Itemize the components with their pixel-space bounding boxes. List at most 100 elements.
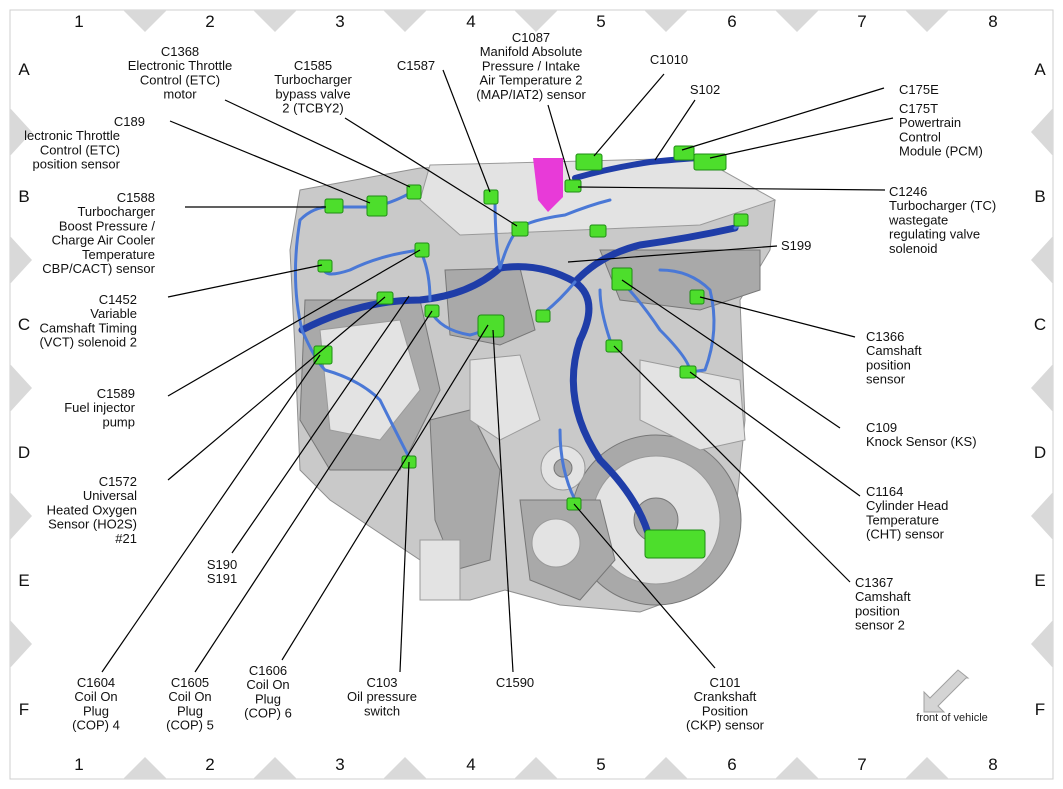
callout-c1010-line-1: C1010 (650, 52, 688, 67)
callout-c189-line-4: position sensor (33, 157, 121, 172)
grid-column-6-bottom: 6 (727, 755, 736, 774)
grid-column-7-bottom: 7 (857, 755, 866, 774)
callout-c1588-line-5: Temperature (82, 247, 155, 262)
connector-c1587 (483, 189, 499, 205)
callout-c1246-line-3: wastegate (888, 212, 948, 227)
callout-c103-line-2: Oil pressure (347, 689, 417, 704)
callout-c1366-line-2: Camshaft (866, 343, 922, 358)
frame-marker-top-7 (905, 10, 949, 32)
callout-c1164-line-2: Cylinder Head (866, 498, 948, 513)
callout-c1087-line-1: C1087 (512, 30, 550, 45)
callout-c1590-line-1: C1590 (496, 675, 534, 690)
callout-c1606-line-1: C1606 (249, 663, 287, 678)
callout-s102-line-1: S102 (690, 82, 720, 97)
wiring-harness (293, 155, 745, 549)
front-of-vehicle-label: front of vehicle (916, 712, 988, 724)
grid-column-2-top: 2 (205, 12, 214, 31)
frame-marker-left-1 (10, 108, 32, 156)
callout-c1587: C1587 (397, 58, 435, 73)
frame-marker-bottom-3 (383, 757, 427, 779)
frame-marker-right-5 (1031, 620, 1053, 668)
callout-c175e: C175E (899, 82, 939, 97)
grid-column-7-top: 7 (857, 12, 866, 31)
connector-c189 (366, 195, 388, 217)
frame-marker-right-3 (1031, 364, 1053, 412)
connector-c1572 (644, 529, 706, 559)
callout-s102: S102 (690, 82, 720, 97)
callout-c1367-line-3: position (855, 603, 900, 618)
callout-c1588-line-3: Boost Pressure / (59, 218, 155, 233)
callout-c101-line-4: (CKP) sensor (686, 718, 765, 733)
callout-c175t-line-1: C175T (899, 101, 938, 116)
front-of-vehicle-indicator: front of vehicle (916, 669, 988, 724)
callout-c1606-line-3: Plug (255, 691, 281, 706)
callout-c1452-line-4: (VCT) solenoid 2 (39, 335, 137, 350)
frame-marker-right-1 (1031, 108, 1053, 156)
connector-c1452 (414, 242, 430, 258)
connector-c1590 (535, 309, 551, 323)
callout-c1368-line-3: Control (ETC) (140, 72, 220, 87)
connector-c1087 (564, 179, 582, 193)
frame-marker-top-5 (644, 10, 688, 32)
callout-c1585-line-2: Turbocharger (274, 72, 352, 87)
grid-column-4-bottom: 4 (466, 755, 475, 774)
callout-s190-line-1: S190 (207, 557, 237, 572)
grid-row-F-right: F (1035, 700, 1045, 719)
callout-c189-line-1: C189 (114, 114, 145, 129)
callout-c1164-line-4: (CHT) sensor (866, 527, 945, 542)
callout-c1606-line-2: Coil On (246, 677, 289, 692)
callout-c1087-line-5: (MAP/IAT2) sensor (476, 87, 586, 102)
callout-c1587-line-1: C1587 (397, 58, 435, 73)
callout-c1604-line-1: C1604 (77, 675, 115, 690)
callout-c1585-line-3: bypass valve (275, 86, 350, 101)
connector-c1164 (679, 365, 697, 379)
connector-c1010 (575, 153, 603, 171)
frame-marker-top-4 (514, 10, 558, 32)
callout-c1368-line-2: Electronic Throttle (128, 58, 233, 73)
callout-c1606-line-4: (COP) 6 (244, 706, 292, 721)
grid-row-F-left: F (19, 700, 29, 719)
callout-c1588-line-6: CBP/CACT) sensor (42, 261, 155, 276)
grid-row-E-left: E (18, 571, 29, 590)
callout-c1605-line-2: Coil On (168, 689, 211, 704)
callout-c175t-line-2: Powertrain (899, 115, 961, 130)
connector-c109 (611, 267, 633, 291)
callout-c1367-line-4: sensor 2 (855, 618, 905, 633)
callout-c1087-line-3: Pressure / Intake (482, 58, 580, 73)
frame-marker-bottom-2 (253, 757, 297, 779)
callout-c1604-line-4: (COP) 4 (72, 718, 120, 733)
callout-c1572-line-4: Sensor (HO2S) (48, 517, 137, 532)
callout-c1164-line-1: C1164 (866, 484, 903, 499)
frame-marker-left-2 (10, 236, 32, 284)
callout-c1589-line-1: C1589 (97, 386, 135, 401)
leader-lines (101, 69, 894, 673)
callout-c1452-line-3: Camshaft Timing (39, 320, 137, 335)
callout-c189-line-2: lectronic Throttle (24, 128, 120, 143)
grid-column-8-top: 8 (988, 12, 997, 31)
callout-c1585-line-4: 2 (TCBY2) (282, 101, 343, 116)
callout-c109-line-2: Knock Sensor (KS) (866, 434, 977, 449)
callout-c189-line-3: Control (ETC) (40, 142, 120, 157)
grid-column-8-bottom: 8 (988, 755, 997, 774)
front-arrow-icon (923, 669, 970, 713)
grid-row-A-left: A (18, 60, 30, 79)
connector-c1246 (589, 224, 607, 238)
grid-row-B-right: B (1034, 187, 1045, 206)
callout-c1366-line-3: position (866, 357, 911, 372)
connector-c1606 (477, 314, 505, 338)
callout-c103-line-3: switch (364, 703, 400, 718)
grid-frame-markers (10, 10, 1053, 779)
callout-c175t-line-4: Module (PCM) (899, 144, 983, 159)
